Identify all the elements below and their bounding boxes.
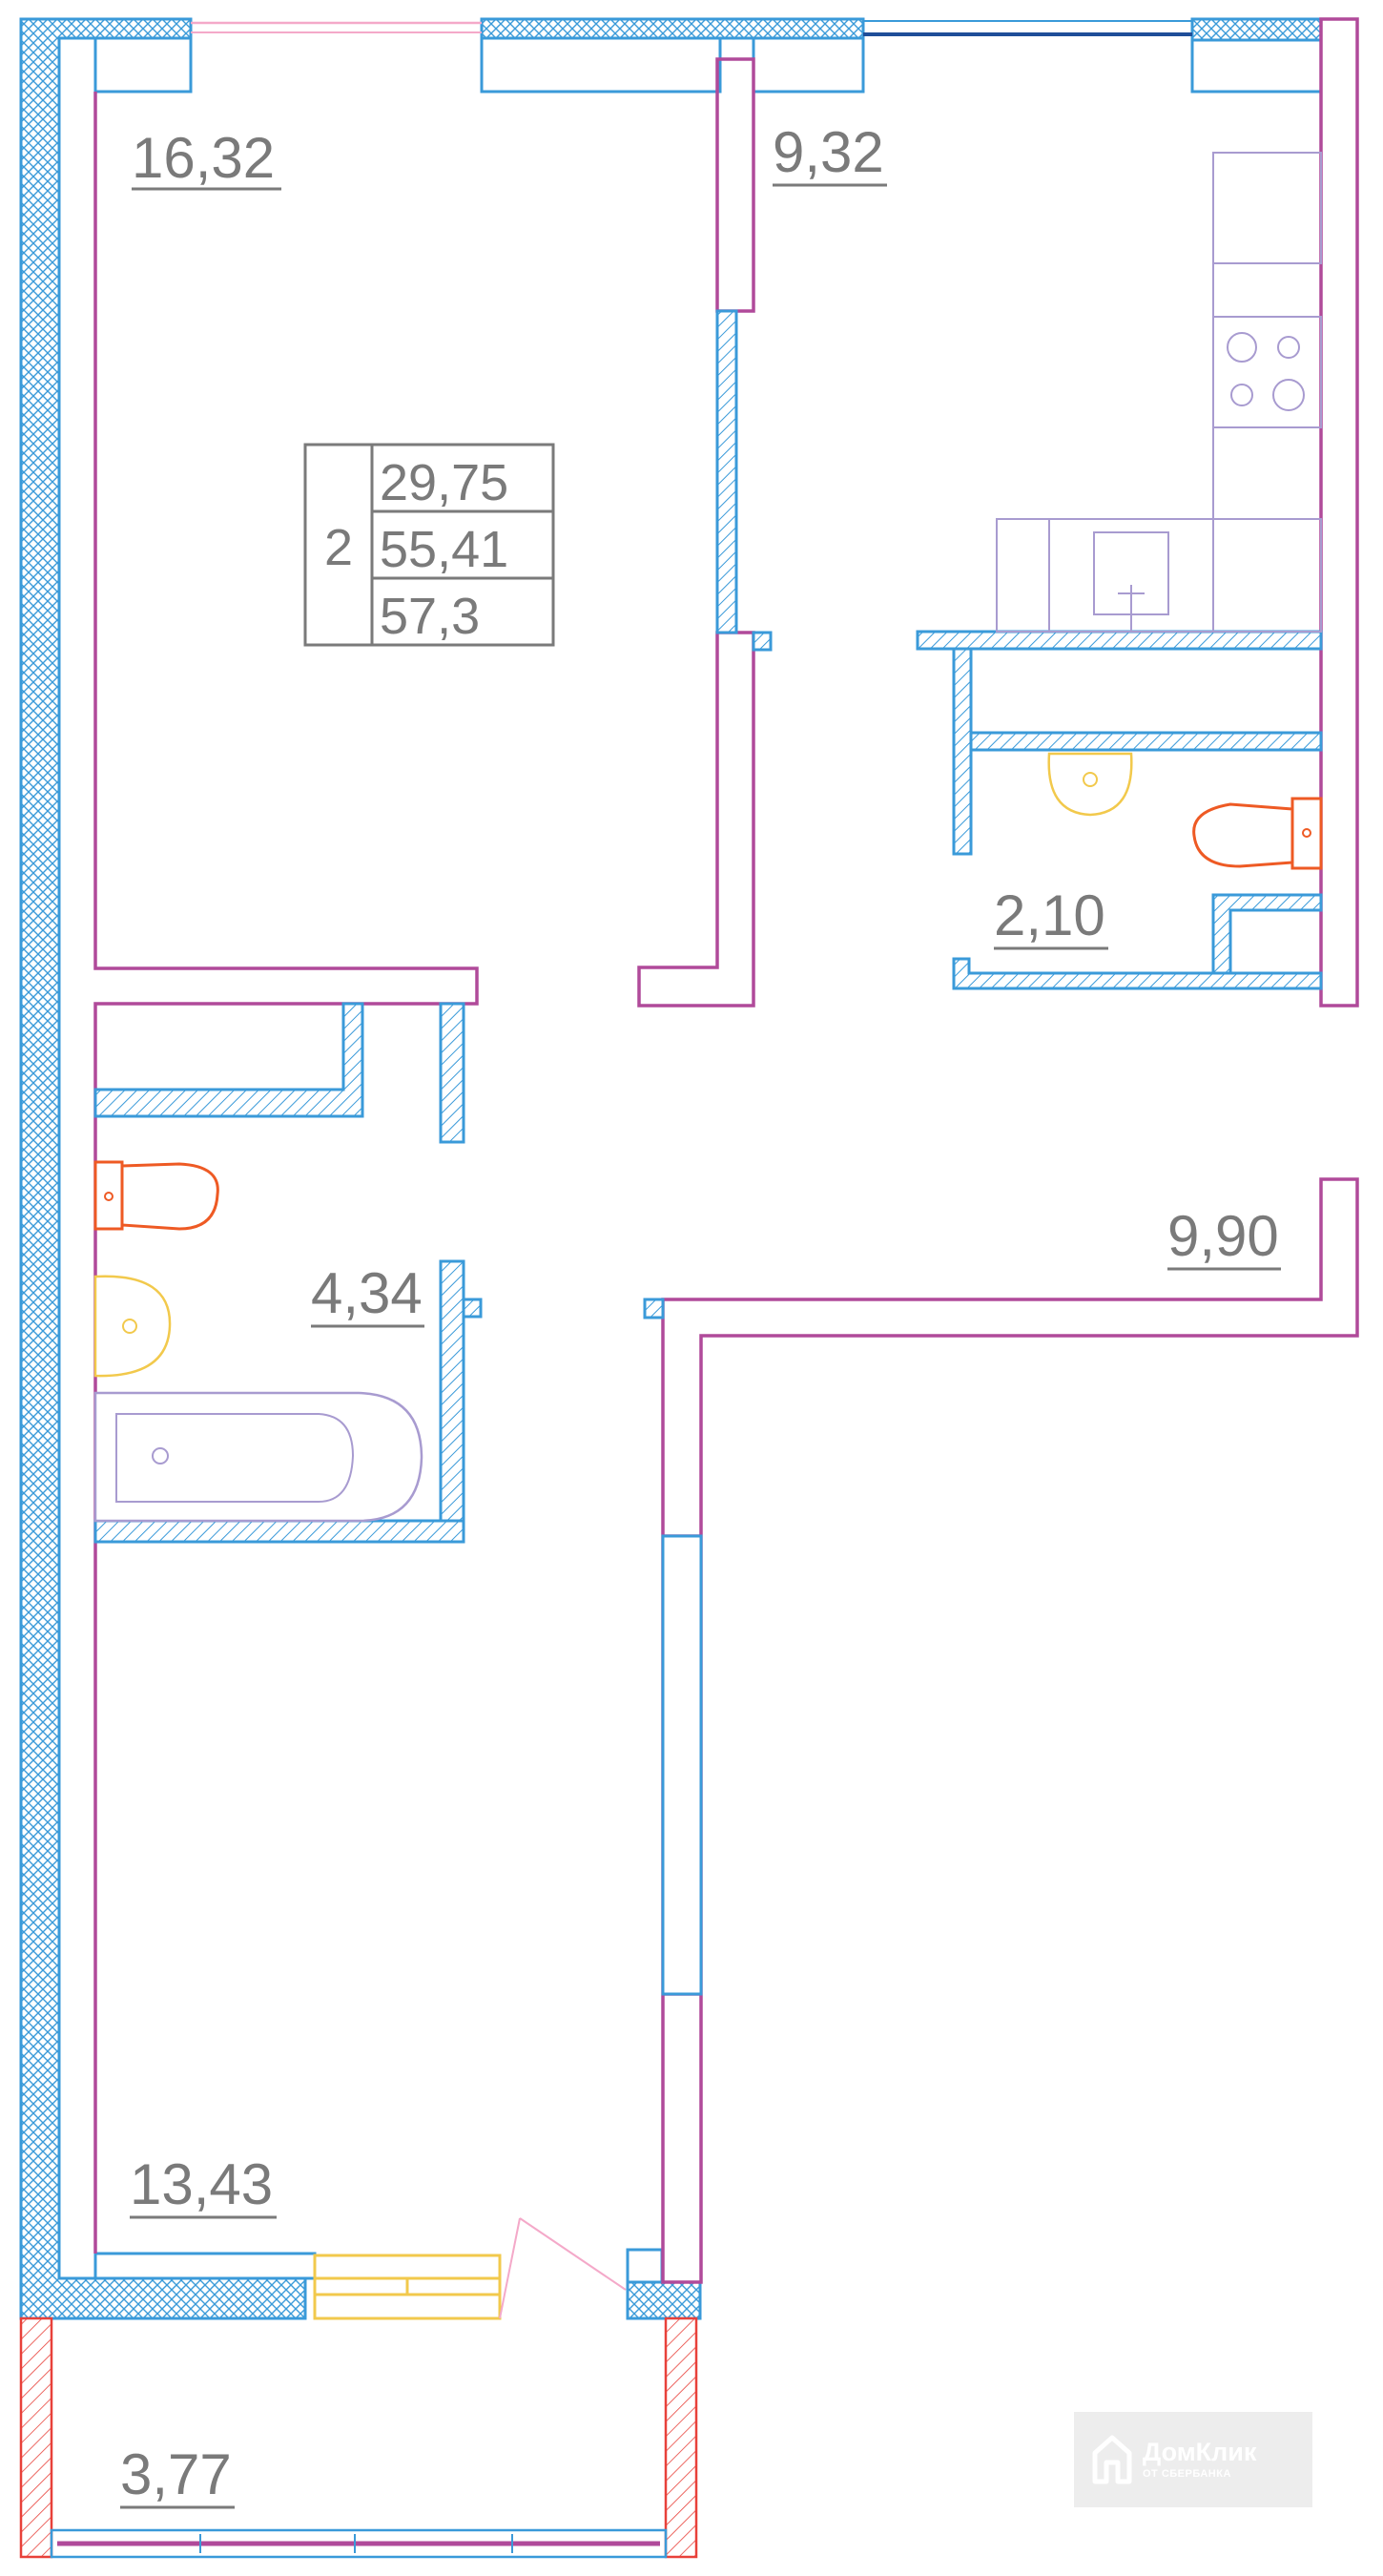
wall-living-kitchen (715, 309, 738, 634)
wall-toilet-bottom (952, 957, 1323, 990)
bedroom-door-swing (499, 2217, 627, 2319)
summary-table-frame (303, 443, 555, 647)
toilet-room-fixtures (1047, 752, 1323, 870)
domclick-watermark: ДомКлик ОТ СБЕРБАНКА (1074, 2412, 1312, 2507)
balcony (19, 2316, 698, 2559)
house-logo-icon (1092, 2435, 1132, 2484)
kitchen-counter (996, 518, 1322, 633)
sink-fixture-bathroom (93, 1275, 172, 1378)
wall-stub-small (752, 631, 773, 652)
summary-total-area: 55,41 (380, 521, 508, 578)
wall-bath-stub (439, 1002, 465, 1144)
toilet-fixture-bathroom-dot (104, 1192, 114, 1201)
watermark-text: ДомКлик ОТ СБЕРБАНКА (1143, 2440, 1256, 2480)
room-area-bedroom: 13,43 (130, 2152, 273, 2216)
window-sills (93, 36, 1323, 2284)
toilet-fixture-right-dot (1302, 828, 1311, 838)
toilet-fixture-bathroom (93, 1160, 219, 1231)
room-area-toilet: 2,10 (994, 883, 1105, 947)
window-sill-living (93, 36, 193, 93)
area-summary-table: 2 29,75 55,41 57,3 (303, 443, 555, 647)
hob-burner-1 (1227, 332, 1257, 363)
wall-bath-stub-small (462, 1298, 483, 1319)
summary-total-with-balcony: 57,3 (380, 588, 480, 645)
wall-bath-bottom (93, 1519, 465, 1544)
window-sill-bedroom-right (626, 2248, 664, 2284)
bathroom-fixtures (93, 1160, 423, 1523)
bathtub-drain (152, 1447, 169, 1465)
wall-toilet-left (952, 647, 973, 856)
outer-wall-left (19, 17, 307, 2320)
kitchen-cabinet-top (1212, 152, 1322, 264)
windows (191, 20, 1192, 36)
watermark-title: ДомКлик (1143, 2438, 1257, 2466)
bathtub-inner (115, 1413, 355, 1503)
summary-rooms-count: 2 (324, 519, 353, 576)
wall-toilet-top (916, 630, 1323, 651)
balcony-wall-right (664, 2316, 698, 2559)
partition-hallway-right (661, 1177, 1359, 2284)
outer-wall-top-right (1190, 17, 1323, 42)
partition-column-top (715, 57, 755, 313)
summary-living-area: 29,75 (380, 454, 508, 511)
kitchen-furniture (996, 152, 1322, 633)
outer-wall-bottom-right (626, 2280, 702, 2320)
watermark-subtitle: ОТ СБЕРБАНКА (1143, 2468, 1231, 2480)
balcony-wall-left (19, 2316, 53, 2559)
sink-drain-toilet-room (1083, 772, 1098, 787)
interior-walls (93, 309, 1323, 1996)
room-area-bathroom: 4,34 (311, 1261, 423, 1325)
hob-burner-2 (1277, 336, 1300, 359)
balcony-door (313, 2254, 502, 2320)
window-sill-bedroom (93, 2252, 317, 2280)
balcony-railing (50, 2528, 668, 2559)
window-sill-kitchen-left (480, 36, 722, 93)
wall-bath-top (93, 1002, 364, 1118)
wall-toilet-niche (1211, 893, 1323, 975)
balcony-door-frame (313, 2254, 502, 2320)
room-area-kitchen: 9,32 (773, 120, 884, 184)
hob-burner-3 (1230, 384, 1253, 406)
partition-column-bottom (637, 631, 755, 1008)
sink-drain-bathroom (122, 1319, 137, 1334)
sink-fixture-toilet-room (1047, 752, 1133, 817)
partition-right-edge (1319, 17, 1359, 1008)
kitchen-hob (1212, 316, 1322, 428)
room-area-living: 16,32 (132, 126, 275, 190)
hob-burner-4 (1272, 379, 1305, 411)
outer-wall-top-middle (480, 17, 865, 40)
wall-toilet-inner (969, 731, 1323, 752)
wall-bath-right (439, 1259, 465, 1544)
room-area-balcony: 3,77 (120, 2442, 232, 2506)
room-labels: 16,32 9,32 2,10 4,34 9,90 13,43 3,77 (120, 120, 1281, 2509)
wall-hallway-stub (643, 1298, 665, 1319)
door-arc (519, 2217, 627, 2291)
wall-hallway-bedroom (661, 1534, 703, 1996)
toilet-fixture-right (1192, 797, 1323, 870)
partitions (93, 17, 1359, 2284)
room-area-hallway: 9,90 (1167, 1204, 1279, 1268)
bathtub (93, 1391, 423, 1523)
window-sill-kitchen-right (1190, 38, 1323, 93)
window-sill-kitchen-mid (752, 36, 865, 93)
door-leaf (499, 2217, 521, 2319)
